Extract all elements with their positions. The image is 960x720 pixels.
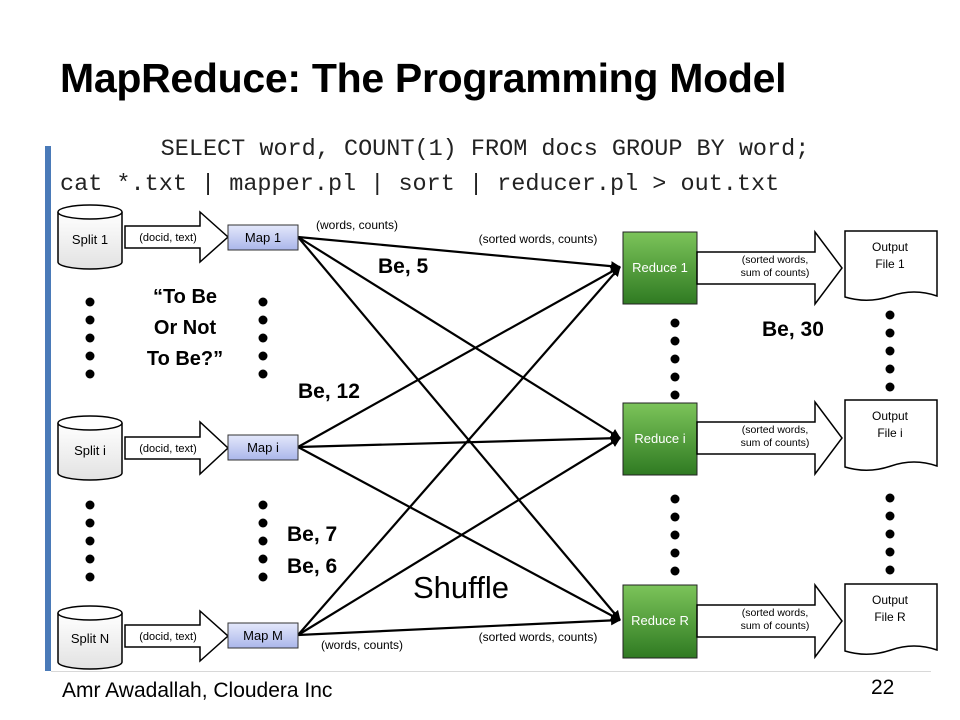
map-M-label: Map M — [243, 628, 283, 643]
output-R-line2: File R — [874, 610, 906, 624]
output-file-R: Output File R — [844, 583, 938, 655]
sorted-words-bottom-label: (sorted words, counts) — [479, 630, 598, 644]
edge-mapi-reduceR — [297, 446, 621, 621]
split-arrow-i: (docid, text) — [124, 420, 230, 476]
reduce-arrow-1-line2: sum of counts) — [741, 267, 810, 279]
words-counts-top-label: (words, counts) — [316, 218, 398, 232]
shell-command: cat *.txt | mapper.pl | sort | reducer.p… — [60, 171, 780, 198]
map-M-box: Map M — [227, 622, 299, 649]
reduce-i-label: Reduce i — [634, 431, 685, 446]
split-N-label: Split N — [71, 631, 109, 646]
split-arrow-1: (docid, text) — [124, 210, 230, 264]
split-N-cylinder: Split N — [57, 605, 123, 670]
split-arrow-i-label: (docid, text) — [139, 443, 196, 455]
edge-map1-reduceR — [297, 236, 621, 621]
map-1-label: Map 1 — [245, 230, 281, 245]
dots-outputs-upper — [885, 310, 895, 392]
reduce-arrow-R: (sorted words, sum of counts) — [696, 582, 843, 660]
reduce-1-label: Reduce 1 — [632, 260, 688, 275]
dots-maps-upper — [258, 297, 268, 379]
edge-mapM-reduce1 — [297, 266, 621, 636]
dots-reduces-upper — [670, 318, 680, 400]
footer-author: Amr Awadallah, Cloudera Inc — [62, 679, 333, 702]
reduce-arrow-R-line2: sum of counts) — [741, 620, 810, 632]
edge-mapi-reducei — [297, 433, 621, 449]
reduce-i-box: Reduce i — [622, 402, 698, 476]
be6-label: Be, 6 — [287, 555, 337, 578]
edge-mapM-reduceR — [297, 615, 621, 637]
edge-mapM-reducei — [297, 437, 621, 636]
be7-label: Be, 7 — [287, 523, 337, 546]
reduce-arrow-i: (sorted words, sum of counts) — [696, 399, 843, 477]
output-1-line2: File 1 — [875, 257, 905, 271]
shuffle-label: Shuffle — [413, 570, 509, 605]
dots-maps-lower — [258, 500, 268, 582]
reduce-R-label: Reduce R — [631, 613, 689, 628]
edge-map1-reducei — [297, 236, 621, 439]
split-arrow-N-label: (docid, text) — [139, 631, 196, 643]
be5-label: Be, 5 — [378, 255, 429, 278]
dots-splits-upper — [85, 297, 95, 379]
output-i-line1: Output — [872, 409, 909, 423]
output-file-1: Output File 1 — [844, 230, 938, 301]
reduce-arrow-i-line1: (sorted words, — [742, 424, 809, 436]
accent-bar — [45, 146, 51, 671]
map-i-box: Map i — [227, 434, 299, 461]
page-number: 22 — [871, 676, 895, 699]
words-counts-bottom-label: (words, counts) — [321, 638, 403, 652]
split-arrow-N: (docid, text) — [124, 609, 230, 663]
split-i-label: Split i — [74, 443, 106, 458]
split-arrow-1-label: (docid, text) — [139, 232, 196, 244]
output-R-line1: Output — [872, 593, 909, 607]
dots-reduces-lower — [670, 494, 680, 576]
reduce-arrow-R-line1: (sorted words, — [742, 607, 809, 619]
reduce-R-box: Reduce R — [622, 584, 698, 659]
shuffle-lines — [297, 235, 621, 637]
be12-label: Be, 12 — [298, 380, 360, 403]
footer-divider — [51, 671, 931, 672]
reduce-arrow-1-line1: (sorted words, — [742, 254, 809, 266]
reduce-arrow-i-line2: sum of counts) — [741, 437, 810, 449]
sorted-words-top-label: (sorted words, counts) — [479, 232, 598, 246]
ellipsis-dots — [85, 297, 895, 582]
slide-title: MapReduce: The Programming Model — [60, 55, 787, 101]
edge-map1-reduce1 — [297, 235, 621, 272]
split-i-cylinder: Split i — [57, 415, 123, 481]
dots-outputs-lower — [885, 493, 895, 575]
split-1-cylinder: Split 1 — [57, 204, 123, 270]
be30-label: Be, 30 — [762, 318, 824, 341]
map-i-label: Map i — [247, 440, 279, 455]
quote-line-2: Or Not — [154, 317, 217, 339]
quote-line-1: “To Be — [153, 286, 217, 308]
output-i-line2: File i — [877, 426, 902, 440]
map-1-box: Map 1 — [227, 224, 299, 251]
dots-splits-lower — [85, 500, 95, 582]
split-1-label: Split 1 — [72, 232, 108, 247]
output-file-i: Output File i — [844, 399, 938, 471]
edge-mapi-reduce1 — [297, 266, 621, 448]
reduce-1-box: Reduce 1 — [622, 231, 698, 305]
reduce-arrow-1: (sorted words, sum of counts) — [696, 229, 843, 307]
sql-query: SELECT word, COUNT(1) FROM docs GROUP BY… — [160, 136, 810, 163]
output-1-line1: Output — [872, 240, 909, 254]
quote-line-3: To Be?” — [147, 348, 223, 370]
